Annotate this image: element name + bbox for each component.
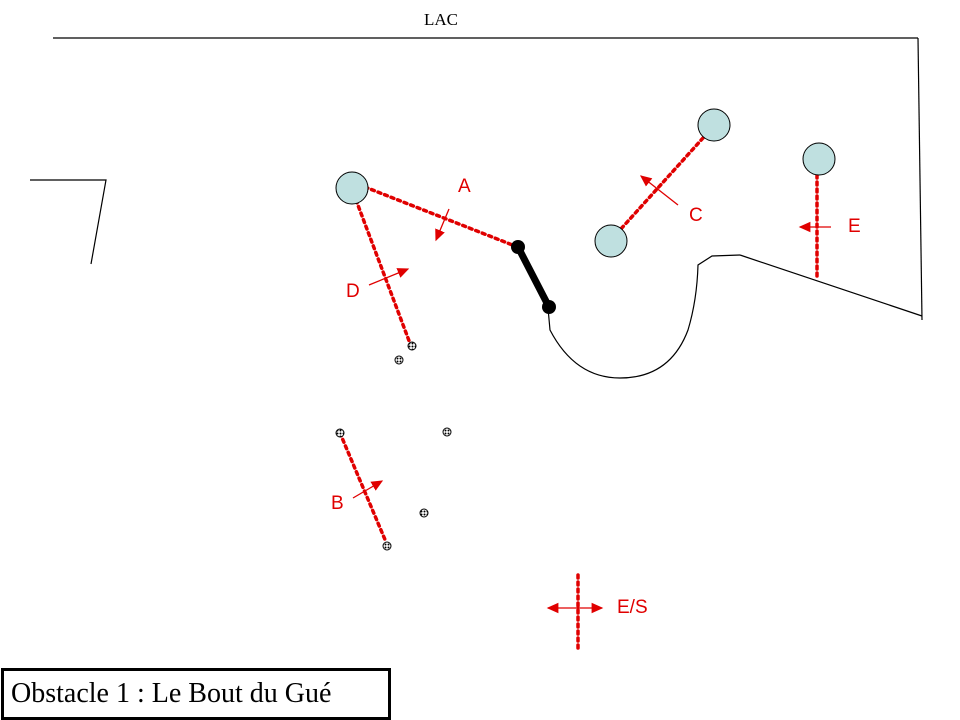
trees: [335, 108, 836, 258]
label-entry-exit: E/S: [617, 597, 648, 618]
bank-slope-line: [739, 254, 923, 317]
shoreline: [30, 37, 923, 379]
arrow-a: [435, 208, 450, 242]
obstacle-title: Obstacle 1 : Le Bout du Gué: [11, 678, 332, 709]
arrow-b: [352, 480, 384, 499]
jump-lines: [338, 136, 819, 652]
tree-c-top: [697, 108, 731, 142]
tree-a: [335, 171, 369, 205]
direction-arrows: [352, 175, 831, 614]
left-bracket: [30, 179, 107, 265]
jump-line-d: [354, 198, 413, 348]
log-bar: [514, 243, 553, 311]
tree-c-bottom: [594, 224, 628, 258]
jump-labels: A C E D B E/S: [331, 176, 861, 618]
arrow-c: [639, 175, 679, 206]
jump-line-b: [338, 431, 388, 544]
posts: [335, 341, 452, 551]
label-b: B: [331, 493, 344, 514]
post: [442, 427, 452, 437]
post: [335, 428, 345, 438]
title-box: Obstacle 1 : Le Bout du Gué: [1, 668, 391, 720]
label-e: E: [848, 216, 861, 237]
tree-e: [802, 142, 836, 176]
label-d: D: [346, 281, 360, 302]
label-c: C: [689, 205, 703, 226]
log-end-bottom: [542, 300, 556, 314]
jump-line-a: [363, 185, 517, 248]
post: [394, 355, 404, 365]
right-boundary-line: [917, 37, 923, 321]
bank-curve: [547, 254, 741, 379]
arrow-d: [368, 268, 410, 286]
post: [382, 541, 392, 551]
lake-label: LAC: [424, 10, 458, 29]
jump-line-c: [618, 136, 705, 232]
label-a: A: [458, 176, 471, 197]
log-obstacle: [511, 240, 556, 314]
post: [419, 508, 429, 518]
log-end-top: [511, 240, 525, 254]
post: [407, 341, 417, 351]
